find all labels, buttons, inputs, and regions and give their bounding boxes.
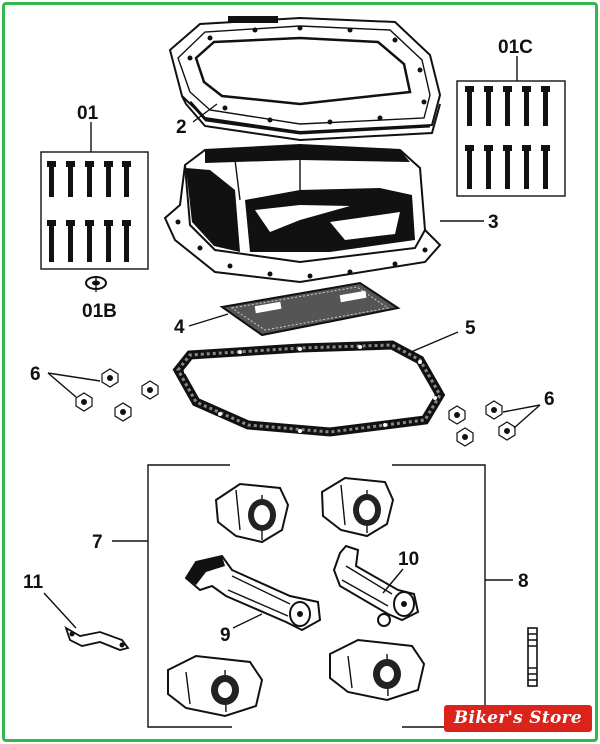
label-3: 3 [488,212,499,233]
part-3-oil-pan [163,143,442,284]
part-8-bracket-left [167,654,264,718]
part-9-rocker-arm [184,554,322,632]
label-6-left: 6 [30,364,41,385]
label-9: 9 [220,625,231,646]
label-10: 10 [398,549,419,570]
label-01b: 01B [82,301,117,322]
parts-7-8-frame [147,464,486,728]
part-8-stud [527,627,538,687]
bikers-store-badge: Biker's Store [443,705,592,732]
part-10-rocker-arm [332,544,420,627]
part-6-nuts-right [448,400,516,447]
part-01-bolt-set [40,151,149,270]
part-7-bushing-left [214,482,290,544]
label-11: 11 [23,572,44,593]
label-4: 4 [174,317,185,338]
label-01: 01 [77,103,99,124]
label-01c: 01C [498,37,533,58]
label-7: 7 [92,532,103,553]
label-5: 5 [465,318,476,339]
part-2-cover-lid [168,16,442,142]
part-7-bushing-right [320,476,395,538]
label-2: 2 [176,117,187,138]
part-6-nuts-left [75,368,159,422]
part-01c-bolt-set [456,80,566,197]
part-11-clip [64,626,130,651]
callout-labels: 01 01B 01C 2 3 4 5 6 6 7 8 9 10 11 [23,37,555,646]
leader-lines [43,56,541,629]
part-5-gasket [172,340,446,437]
part-4-filter-screen [219,281,401,337]
label-8: 8 [518,571,529,592]
label-6-right: 6 [544,389,555,410]
part-8-bracket-right [329,638,426,702]
